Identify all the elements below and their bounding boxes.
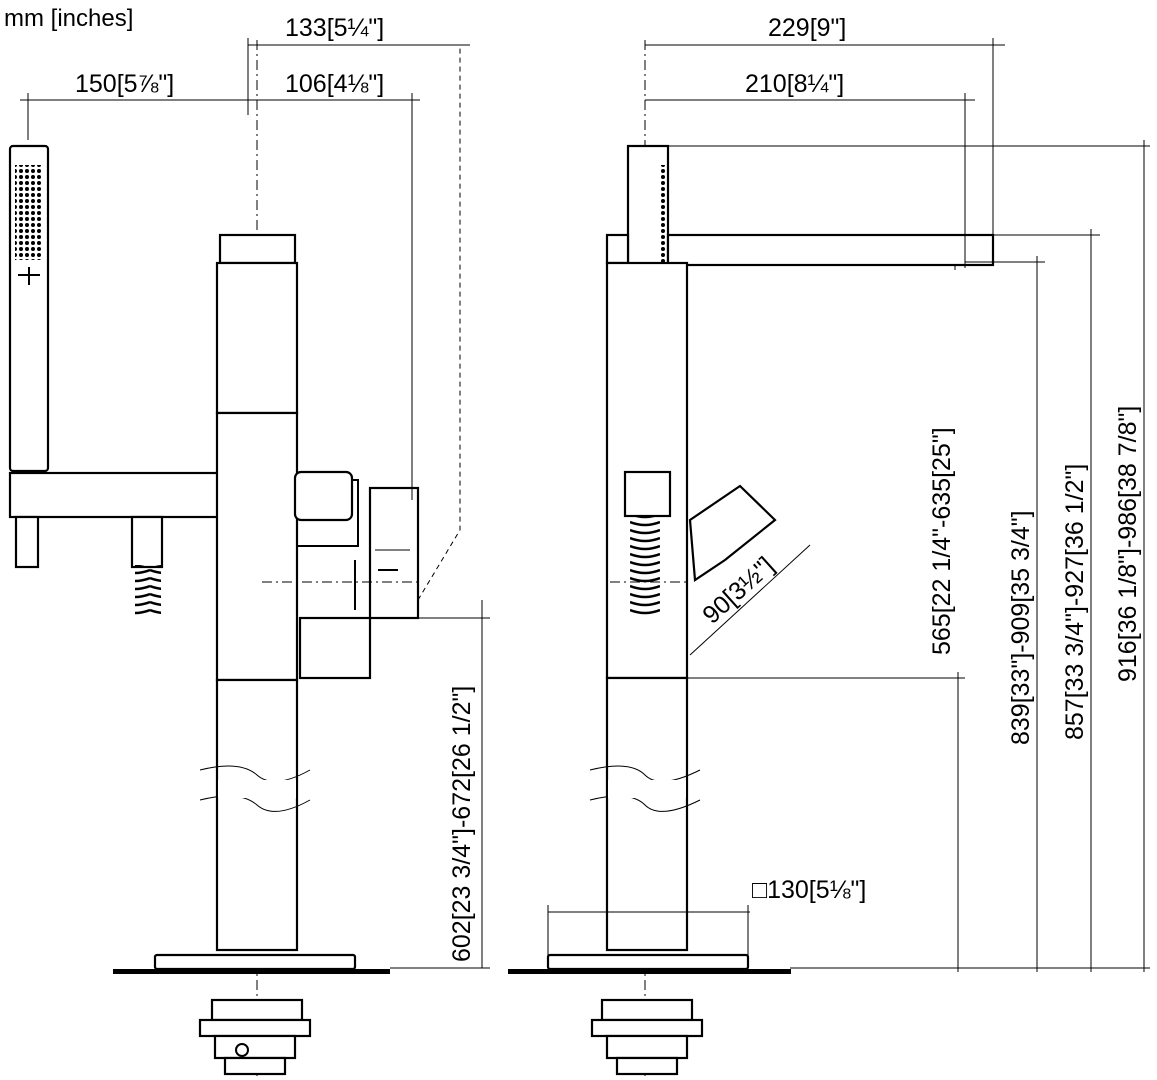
- base-plate: [113, 953, 390, 1076]
- right-view-faucet: 229[9"] 210[8¼"] 90[3½"] 565[22 1/4"-635…: [508, 14, 1150, 1078]
- dim-130: □130[5⅛"]: [752, 876, 866, 904]
- base-plate-right: [508, 953, 791, 1076]
- dim-133: 133[5¼"]: [285, 14, 384, 42]
- left-view-faucet: 133[5¼"] 150[5⅞"] 106[4⅛"] 602[23 3/4"]-…: [8, 14, 490, 1078]
- column: [199, 48, 461, 952]
- handshower: [8, 144, 222, 615]
- dim-602: 602[23 3/4"]-672[26 1/2"]: [448, 686, 476, 962]
- column-right: [589, 233, 777, 952]
- dim-lines-left: [20, 38, 490, 969]
- dim-106: 106[4⅛"]: [285, 70, 384, 98]
- dim-150: 150[5⅞"]: [75, 70, 174, 98]
- dim-857: 857[33 3/4"]-927[36 1/2"]: [1061, 464, 1089, 740]
- dim-210: 210[8¼"]: [745, 70, 844, 98]
- dim-839: 839[33"]-909[35 3/4"]: [1007, 510, 1035, 745]
- dim-lines-right: [547, 38, 1150, 972]
- dim-565: 565[22 1/4"-635[25"]: [928, 427, 956, 655]
- dim-916: 916[36 1/8"]-986[38 7/8"]: [1114, 406, 1142, 682]
- dim-229: 229[9"]: [768, 14, 846, 42]
- units-label: mm [inches]: [4, 5, 133, 32]
